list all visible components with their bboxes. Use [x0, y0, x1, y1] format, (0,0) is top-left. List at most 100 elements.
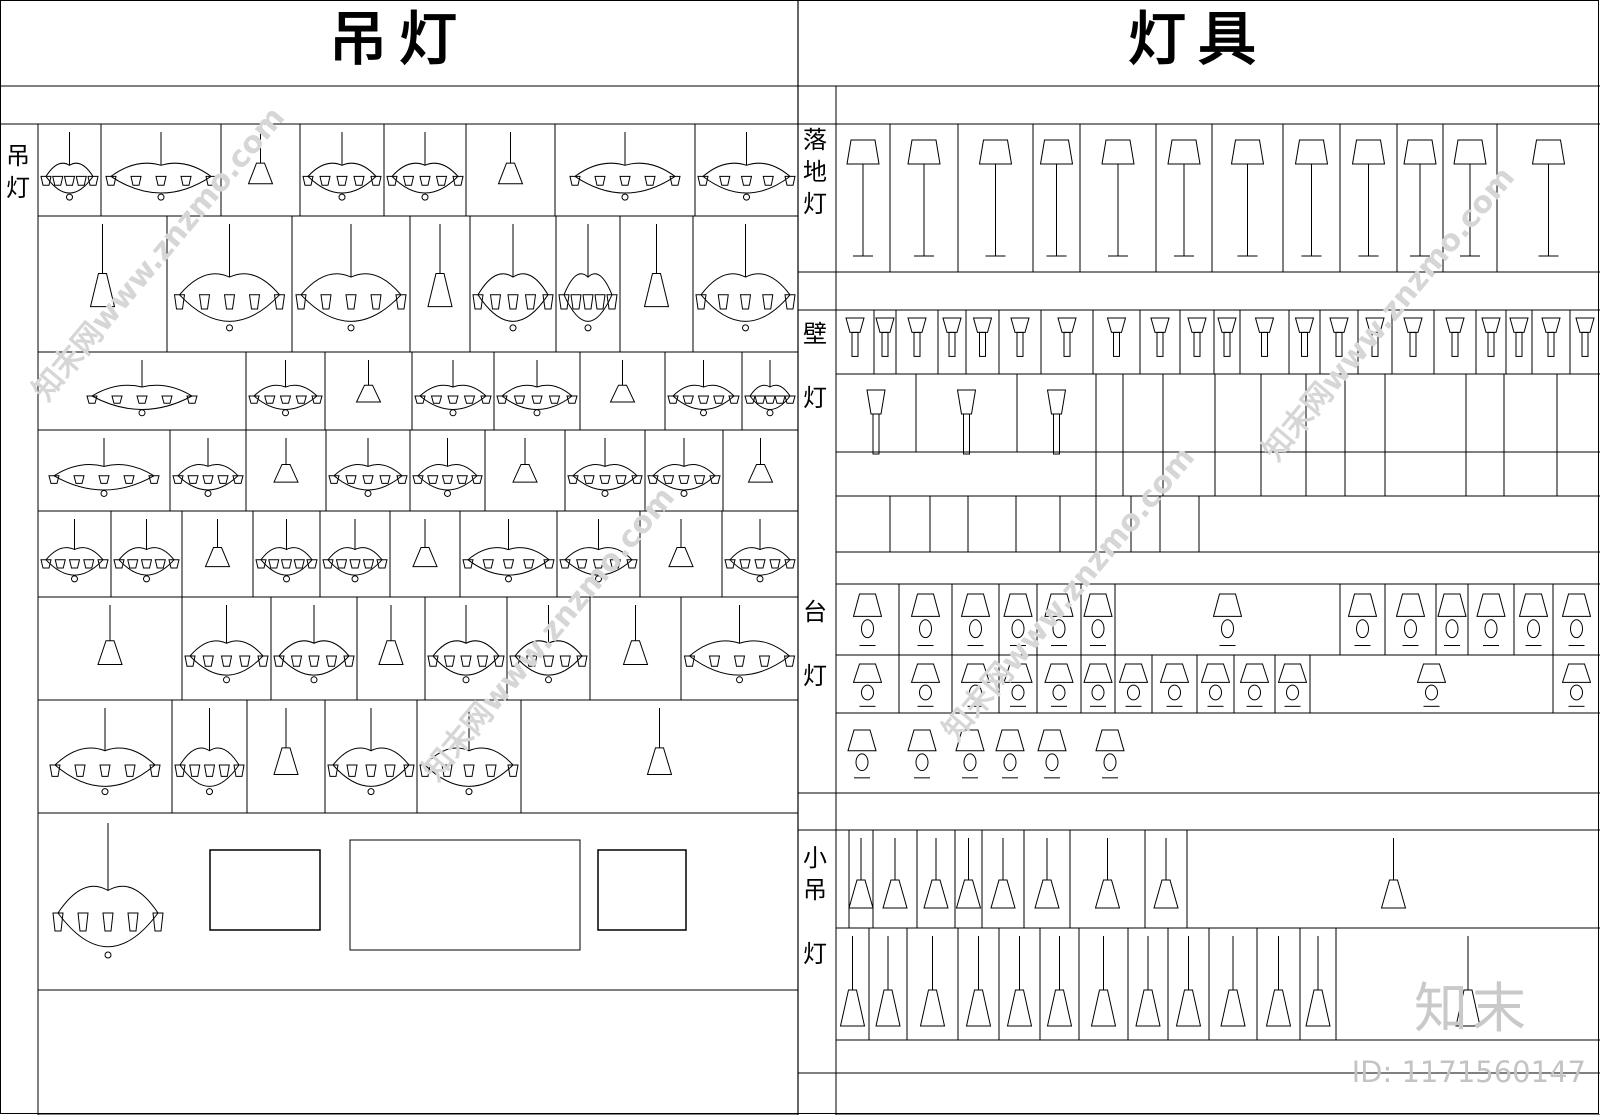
chandelier-stroke [427, 475, 439, 484]
chandelier-stroke [367, 788, 375, 796]
chandelier-stroke [220, 655, 233, 667]
chandelier-stroke [749, 384, 791, 397]
chandelier-icon [683, 605, 796, 684]
chandelier-stroke [40, 175, 52, 186]
chandelier-stroke [349, 559, 361, 569]
pendant-stroke [622, 640, 649, 665]
table-lamp-stroke [969, 684, 982, 701]
chandelier-stroke [264, 395, 276, 404]
table-lamp-icon [852, 593, 883, 647]
wall-lamp-stroke [913, 331, 921, 357]
wall-lamp-icon [866, 389, 886, 455]
wall-lamp-icon [972, 317, 993, 357]
chandelier-stroke [700, 273, 791, 296]
wall-lamp-icon [1150, 317, 1170, 357]
chandelier-stroke [739, 294, 752, 310]
table-lamp-icon [1239, 663, 1270, 707]
pendant-stroke [1265, 989, 1292, 1027]
chandelier-stroke [756, 575, 764, 583]
pendant-lamp-icon [609, 360, 636, 403]
pendant-lamp-icon [97, 605, 123, 665]
label-table-lamp: 台 灯 [803, 598, 827, 690]
pendant-stroke [97, 640, 123, 665]
table-lamp-stroke [847, 729, 877, 752]
wall-lamp-stroke [963, 413, 970, 455]
chandelier-stroke [333, 464, 403, 477]
chandelier-stroke [419, 764, 431, 777]
chandelier-stroke [513, 395, 526, 404]
chandelier-stroke [391, 176, 459, 194]
pendant-lamp-icon [839, 936, 866, 1027]
pendant-stroke [1220, 989, 1246, 1027]
chandelier-stroke [743, 193, 750, 201]
chandelier-stroke [351, 575, 359, 583]
wall-lamp-stroke [1541, 317, 1561, 333]
pendant-stroke [875, 989, 901, 1027]
chandelier-stroke [693, 475, 706, 484]
chandelier-stroke [733, 655, 746, 667]
chandelier-stroke [295, 395, 307, 404]
wall-lamp-stroke [1451, 331, 1459, 357]
chandelier-stroke [472, 294, 484, 310]
table-lamp-stroke [1570, 684, 1583, 701]
chandelier-stroke [435, 175, 448, 186]
crystal-pendant-icon [349, 839, 581, 951]
wall-lamp-stroke [1581, 331, 1589, 357]
chandelier-stroke [364, 489, 372, 497]
wall-lamp-stroke [956, 389, 977, 415]
chandelier-stroke [101, 788, 109, 796]
chandelier-icon [295, 224, 407, 332]
chandelier-stroke [543, 559, 555, 569]
chandelier-stroke [57, 912, 159, 948]
table-lamp-stroke [1037, 729, 1067, 752]
chandelier-stroke [273, 294, 286, 310]
chandelier-stroke [449, 409, 457, 417]
chandelier-stroke [104, 951, 112, 959]
table-lamp-stroke [1484, 619, 1498, 639]
pendant-lamp-icon [1090, 936, 1117, 1027]
pendant-lamp-icon [1094, 838, 1121, 909]
chandelier-stroke [362, 475, 374, 484]
wall-lamp-icon [1329, 317, 1349, 357]
wall-lamp-stroke [1046, 389, 1067, 415]
pendant-lamp-icon [643, 224, 670, 308]
table-lamp-stroke [955, 729, 985, 752]
chandelier-stroke [533, 409, 541, 417]
chandelier-stroke [742, 324, 749, 332]
chandelier-stroke [198, 294, 211, 310]
chandelier-stroke [652, 475, 716, 491]
chandelier-stroke [766, 409, 774, 417]
chandelier-stroke [762, 294, 774, 310]
pendant-lamp-icon [1380, 838, 1407, 909]
wall-lamp-stroke [1106, 317, 1127, 333]
pendant-stroke [965, 989, 992, 1027]
chandelier-icon [328, 438, 408, 497]
chandelier-stroke [177, 464, 239, 477]
pendant-stroke [1455, 989, 1481, 1027]
chandelier-icon [49, 708, 161, 796]
table-lamp-icon [1118, 663, 1149, 707]
table-lamp-stroke [1200, 663, 1231, 683]
chandelier-icon [559, 519, 638, 583]
table-lamp-icon [1476, 593, 1506, 647]
chandelier-stroke [615, 475, 627, 484]
chandelier-stroke [695, 294, 707, 310]
table-lamp-stroke [960, 663, 991, 683]
chandelier-stroke [68, 559, 81, 569]
chandelier-stroke [310, 676, 318, 684]
label-wall-lamp: 壁 灯 [803, 320, 827, 412]
chandelier-stroke [113, 559, 125, 569]
chandelier-stroke [179, 747, 240, 766]
wall-lamp-stroke [1487, 331, 1495, 357]
wall-lamp-stroke [1223, 331, 1231, 357]
table-lamp-stroke [855, 753, 869, 772]
chandelier-stroke [583, 475, 595, 484]
chandelier-icon [327, 708, 415, 796]
table-lamp-stroke [1003, 663, 1033, 683]
table-lamp-stroke [1045, 753, 1059, 772]
chandelier-stroke [744, 395, 756, 404]
pendant-stroke [378, 640, 404, 665]
chandelier-icon [744, 360, 796, 417]
wall-lamp-icon [1509, 317, 1529, 357]
chandelier-stroke [283, 575, 290, 583]
